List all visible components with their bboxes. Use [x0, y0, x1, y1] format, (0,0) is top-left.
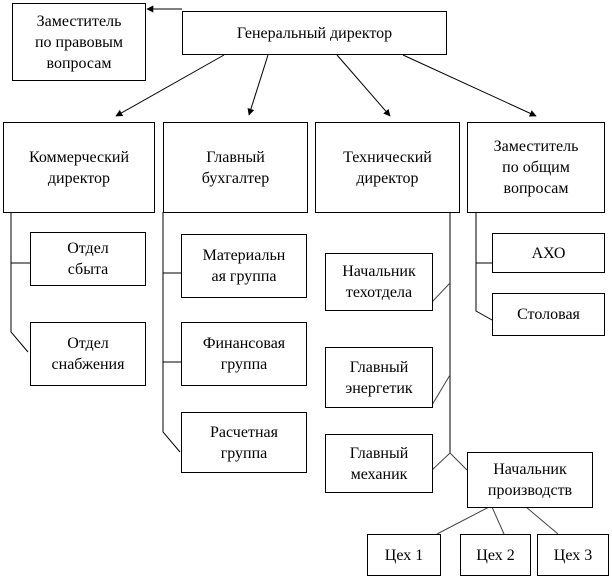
- general-director-label: Генеральный директор: [236, 24, 393, 42]
- finance-group-box: Финансовая группа: [181, 322, 307, 386]
- canteen-box: Столовая: [492, 293, 605, 336]
- production-head-label: Начальник производств: [487, 461, 573, 499]
- connector-workshop-3: [525, 506, 559, 535]
- legal-deputy-label: Заместитель по правовым вопросам: [34, 12, 124, 72]
- connector-production: [449, 452, 468, 471]
- finance-group-label: Финансовая группа: [202, 335, 286, 373]
- chief-power-engineer-box: Главный энергетик: [325, 347, 433, 408]
- admin-department-box: АХО: [492, 233, 605, 273]
- chief-power-engineer-label: Главный энергетик: [345, 358, 413, 397]
- commercial-director-box: Коммерческий директор: [3, 122, 155, 213]
- tech-department-head-label: Начальник техотдела: [342, 263, 416, 301]
- production-head-box: Начальник производств: [467, 452, 593, 508]
- general-affairs-deputy-label: Заместитель по общим вопросам: [493, 138, 579, 197]
- technical-director-label: Технический директор: [343, 148, 432, 187]
- connector-workshop-2: [491, 506, 505, 535]
- workshop-2-label: Цех 2: [476, 546, 515, 564]
- chief-accountant-label: Главный бухгалтер: [201, 148, 270, 187]
- connector-mechanic: [431, 452, 451, 471]
- material-group-box: Материальн ая группа: [181, 234, 307, 298]
- tech-department-head-box: Начальник техотдела: [325, 253, 433, 311]
- settlement-group-box: Расчетная группа: [181, 412, 307, 473]
- chief-accountant-box: Главный бухгалтер: [163, 122, 308, 213]
- settlement-group-label: Расчетная группа: [210, 423, 278, 462]
- sales-department-box: Отдел сбыта: [30, 232, 146, 286]
- supply-department-box: Отдел снабжения: [30, 322, 146, 386]
- arrow-to-chief-accountant: [247, 54, 269, 116]
- admin-department-label: АХО: [531, 244, 566, 262]
- supply-department-label: Отдел снабжения: [51, 335, 125, 373]
- connector-tech-dept: [431, 282, 451, 303]
- legal-deputy-box: Заместитель по правовым вопросам: [12, 3, 146, 81]
- commercial-director-label: Коммерческий директор: [28, 148, 130, 187]
- material-group-label: Материальн ая группа: [202, 247, 286, 285]
- arrow-to-general-affairs-deputy: [402, 54, 537, 117]
- general-director-box: Генеральный директор: [182, 11, 447, 55]
- workshop-3-label: Цех 3: [553, 546, 593, 564]
- technical-director-box: Технический директор: [315, 122, 460, 213]
- canteen-label: Столовая: [517, 306, 580, 323]
- sales-department-label: Отдел сбыта: [67, 240, 109, 278]
- general-affairs-deputy-box: Заместитель по общим вопросам: [467, 122, 605, 213]
- connector-accountant: [162, 212, 181, 453]
- arrow-to-technical-director: [336, 54, 391, 117]
- workshop-1-label: Цех 1: [384, 546, 424, 564]
- connector-general-affairs: [475, 212, 493, 321]
- workshop-3-box: Цех 3: [537, 534, 609, 576]
- chief-mechanic-box: Главный механик: [325, 434, 433, 493]
- workshop-2-box: Цех 2: [460, 534, 531, 576]
- connector-commercial: [10, 212, 29, 353]
- connector-power-engineer: [431, 374, 451, 406]
- connector-workshop-1: [436, 506, 490, 535]
- chief-mechanic-label: Главный механик: [349, 444, 409, 483]
- workshop-1-box: Цех 1: [367, 534, 441, 576]
- arrow-to-commercial-director: [115, 54, 225, 117]
